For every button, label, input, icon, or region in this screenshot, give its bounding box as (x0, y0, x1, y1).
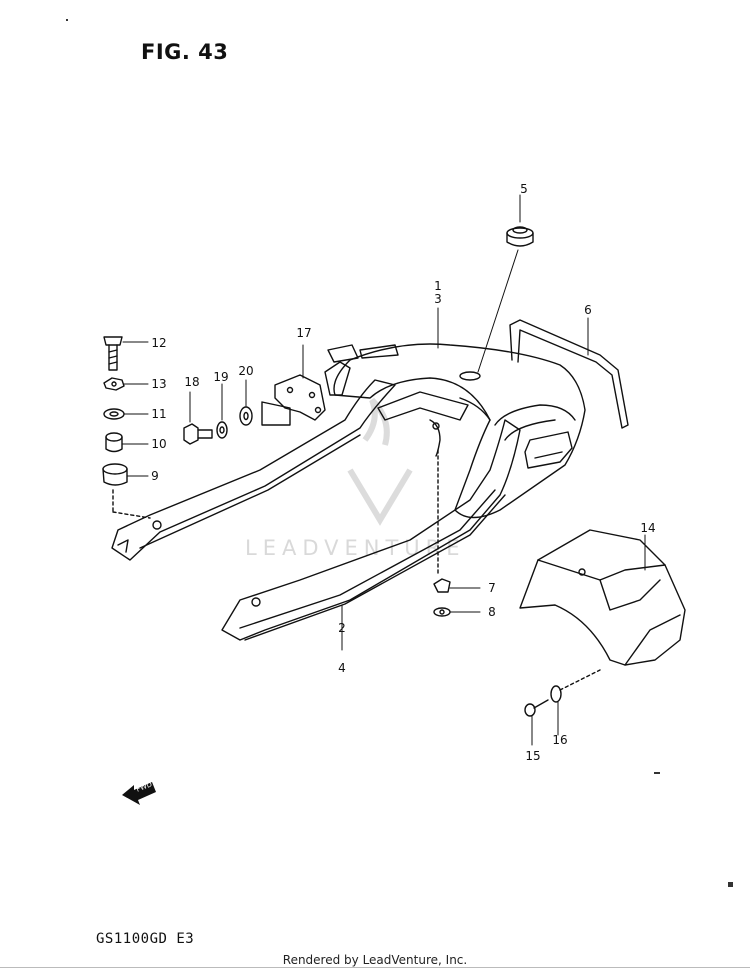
callout-5: 5 (520, 182, 528, 196)
footer-divider (0, 967, 750, 968)
screw-part-15 (524, 699, 549, 717)
callout-10: 10 (151, 437, 166, 451)
footer-credit: Rendered by LeadVenture, Inc. (282, 953, 468, 967)
bolt-part-18 (183, 423, 213, 445)
grommet-part-5 (506, 226, 534, 247)
callout-1: 1 (434, 279, 442, 293)
callout-17: 17 (296, 326, 311, 340)
callout-16: 16 (552, 733, 567, 747)
callout-8: 8 (488, 605, 496, 619)
nut-part-7 (433, 578, 451, 593)
speck (66, 19, 68, 21)
watermark-text: LEADVENTURE (245, 536, 466, 560)
nut-part-13 (103, 377, 125, 391)
callout-18: 18 (184, 375, 199, 389)
leader-lines (121, 194, 646, 746)
figure-title: FIG. 43 (141, 40, 229, 64)
seat-tail-cowl (333, 343, 586, 519)
washer-part-20 (239, 406, 253, 426)
leadventure-logo-icon (347, 397, 413, 526)
tail-cover-part-14 (519, 529, 686, 666)
speck (654, 772, 660, 774)
callout-12: 12 (151, 336, 166, 350)
model-code: GS1100GD E3 (96, 931, 195, 947)
callout-11: 11 (151, 407, 166, 421)
fwd-arrow-icon (122, 782, 156, 805)
callout-15: 15 (525, 749, 540, 763)
trim-strip-part-6 (509, 319, 629, 429)
callout-2: 2 (338, 621, 346, 635)
washer-part-11 (103, 408, 125, 420)
callout-20: 20 (238, 364, 253, 378)
callout-14: 14 (640, 521, 655, 535)
lock-washer-part-19 (216, 421, 228, 439)
bolt-part-12 (103, 336, 123, 371)
left-frame-rail (111, 379, 396, 561)
callout-3: 3 (434, 292, 442, 306)
inner-bracket (377, 391, 469, 457)
washer-part-16 (550, 685, 562, 703)
callout-13: 13 (151, 377, 166, 391)
seat-lock-hinge (261, 344, 399, 426)
cushion-part-9 (102, 463, 128, 486)
callout-9: 9 (151, 469, 159, 483)
callout-19: 19 (213, 370, 228, 384)
callout-6: 6 (584, 303, 592, 317)
speck (728, 882, 733, 887)
callout-7: 7 (488, 581, 496, 595)
main-frame-rail (221, 419, 521, 641)
collar-part-10 (105, 432, 123, 453)
callout-4: 4 (338, 661, 346, 675)
nut-part-8 (433, 607, 451, 617)
